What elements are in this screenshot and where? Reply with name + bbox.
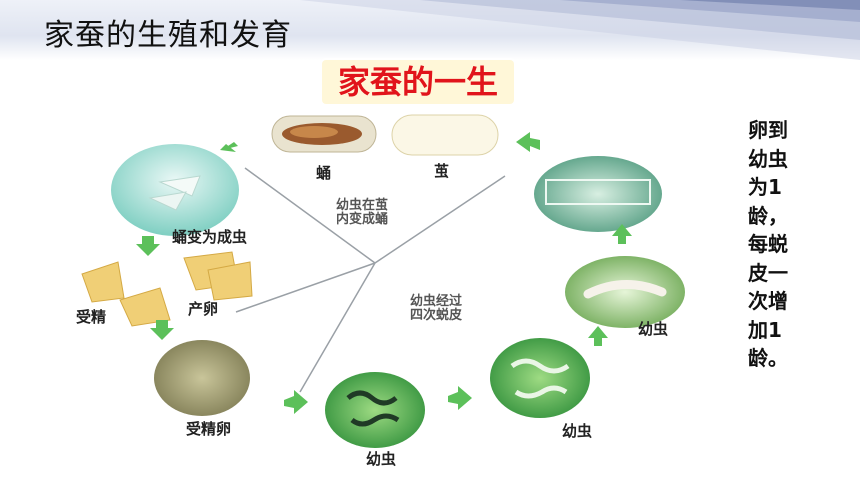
label-cocoon: 茧	[434, 162, 450, 180]
side-note: 卵到幼虫为1龄，每蜕皮一次增加1龄。	[748, 118, 788, 370]
lifecycle-title: 家蚕的一生	[322, 60, 514, 104]
cocoon-image	[391, 114, 499, 156]
label-fertilization: 受精	[76, 308, 107, 326]
header-decoration	[300, 0, 860, 60]
arrow-icon	[150, 320, 174, 340]
spinning-tray-image	[534, 156, 662, 232]
arrow-icon	[284, 390, 308, 414]
note-molt-line2: 四次蜕皮	[410, 308, 463, 323]
arrow-icon	[516, 132, 540, 152]
mating-moths-image	[81, 251, 253, 327]
adult-moth-image	[111, 144, 239, 236]
label-larva-3: 幼虫	[638, 320, 669, 338]
pupa-image	[271, 115, 377, 153]
arrow-icon	[588, 326, 608, 346]
label-pupa: 蛹	[316, 164, 332, 182]
larva-image-2	[490, 338, 590, 418]
arrow-icon	[136, 236, 160, 256]
label-larva-1: 幼虫	[366, 450, 397, 468]
divider-lines	[235, 167, 506, 393]
label-fertilized-egg: 受精卵	[186, 420, 232, 438]
eggs-image	[154, 340, 250, 416]
arrow-icon	[448, 386, 472, 410]
arrow-icon	[612, 224, 632, 244]
note-cocoon-line2: 内变成蛹	[336, 212, 389, 227]
arrow-icon	[220, 142, 238, 152]
larva-image-1	[325, 372, 425, 448]
note-cocoon-line1: 幼虫在茧	[336, 198, 389, 213]
label-egg-laying: 产卵	[188, 300, 219, 318]
page-title: 家蚕的生殖和发育	[44, 18, 292, 53]
label-pupa-to-adult: 蛹变为成虫	[172, 228, 248, 246]
note-molt-line1: 幼虫经过	[410, 294, 463, 309]
label-larva-2: 幼虫	[562, 422, 593, 440]
larva-image-3	[565, 256, 685, 328]
cycle-arrows	[136, 132, 632, 414]
